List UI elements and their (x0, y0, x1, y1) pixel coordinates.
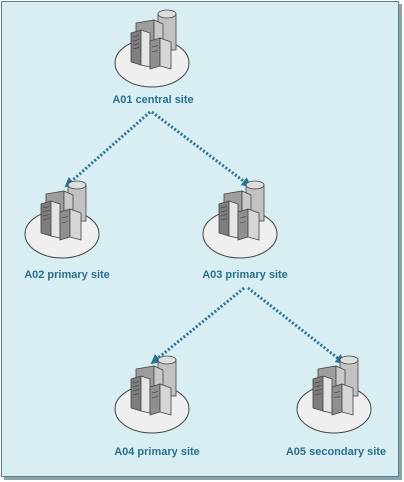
site-label-a03: A03 primary site (202, 269, 288, 281)
connector-a03-a04 (150, 286, 245, 365)
node-a03: A03 primary site (202, 180, 288, 281)
node-a05: A05 secondary site (286, 355, 386, 458)
site-label-a04: A04 primary site (114, 446, 200, 458)
connector-a01-a02 (64, 110, 151, 188)
connectors (64, 110, 346, 365)
server-cluster-icon (114, 9, 190, 88)
connector-a03-a05 (247, 286, 346, 365)
node-a02: A02 primary site (24, 180, 110, 281)
connector-a01-a03 (151, 110, 252, 188)
server-cluster-icon (24, 180, 100, 259)
server-cluster-icon (202, 180, 278, 259)
server-cluster-icon (114, 355, 190, 434)
site-label-a05: A05 secondary site (286, 446, 386, 458)
site-label-a02: A02 primary site (24, 269, 110, 281)
site-label-a01: A01 central site (112, 94, 193, 106)
node-a01: A01 central site (112, 9, 194, 106)
node-a04: A04 primary site (114, 355, 200, 458)
server-cluster-icon (296, 355, 372, 434)
